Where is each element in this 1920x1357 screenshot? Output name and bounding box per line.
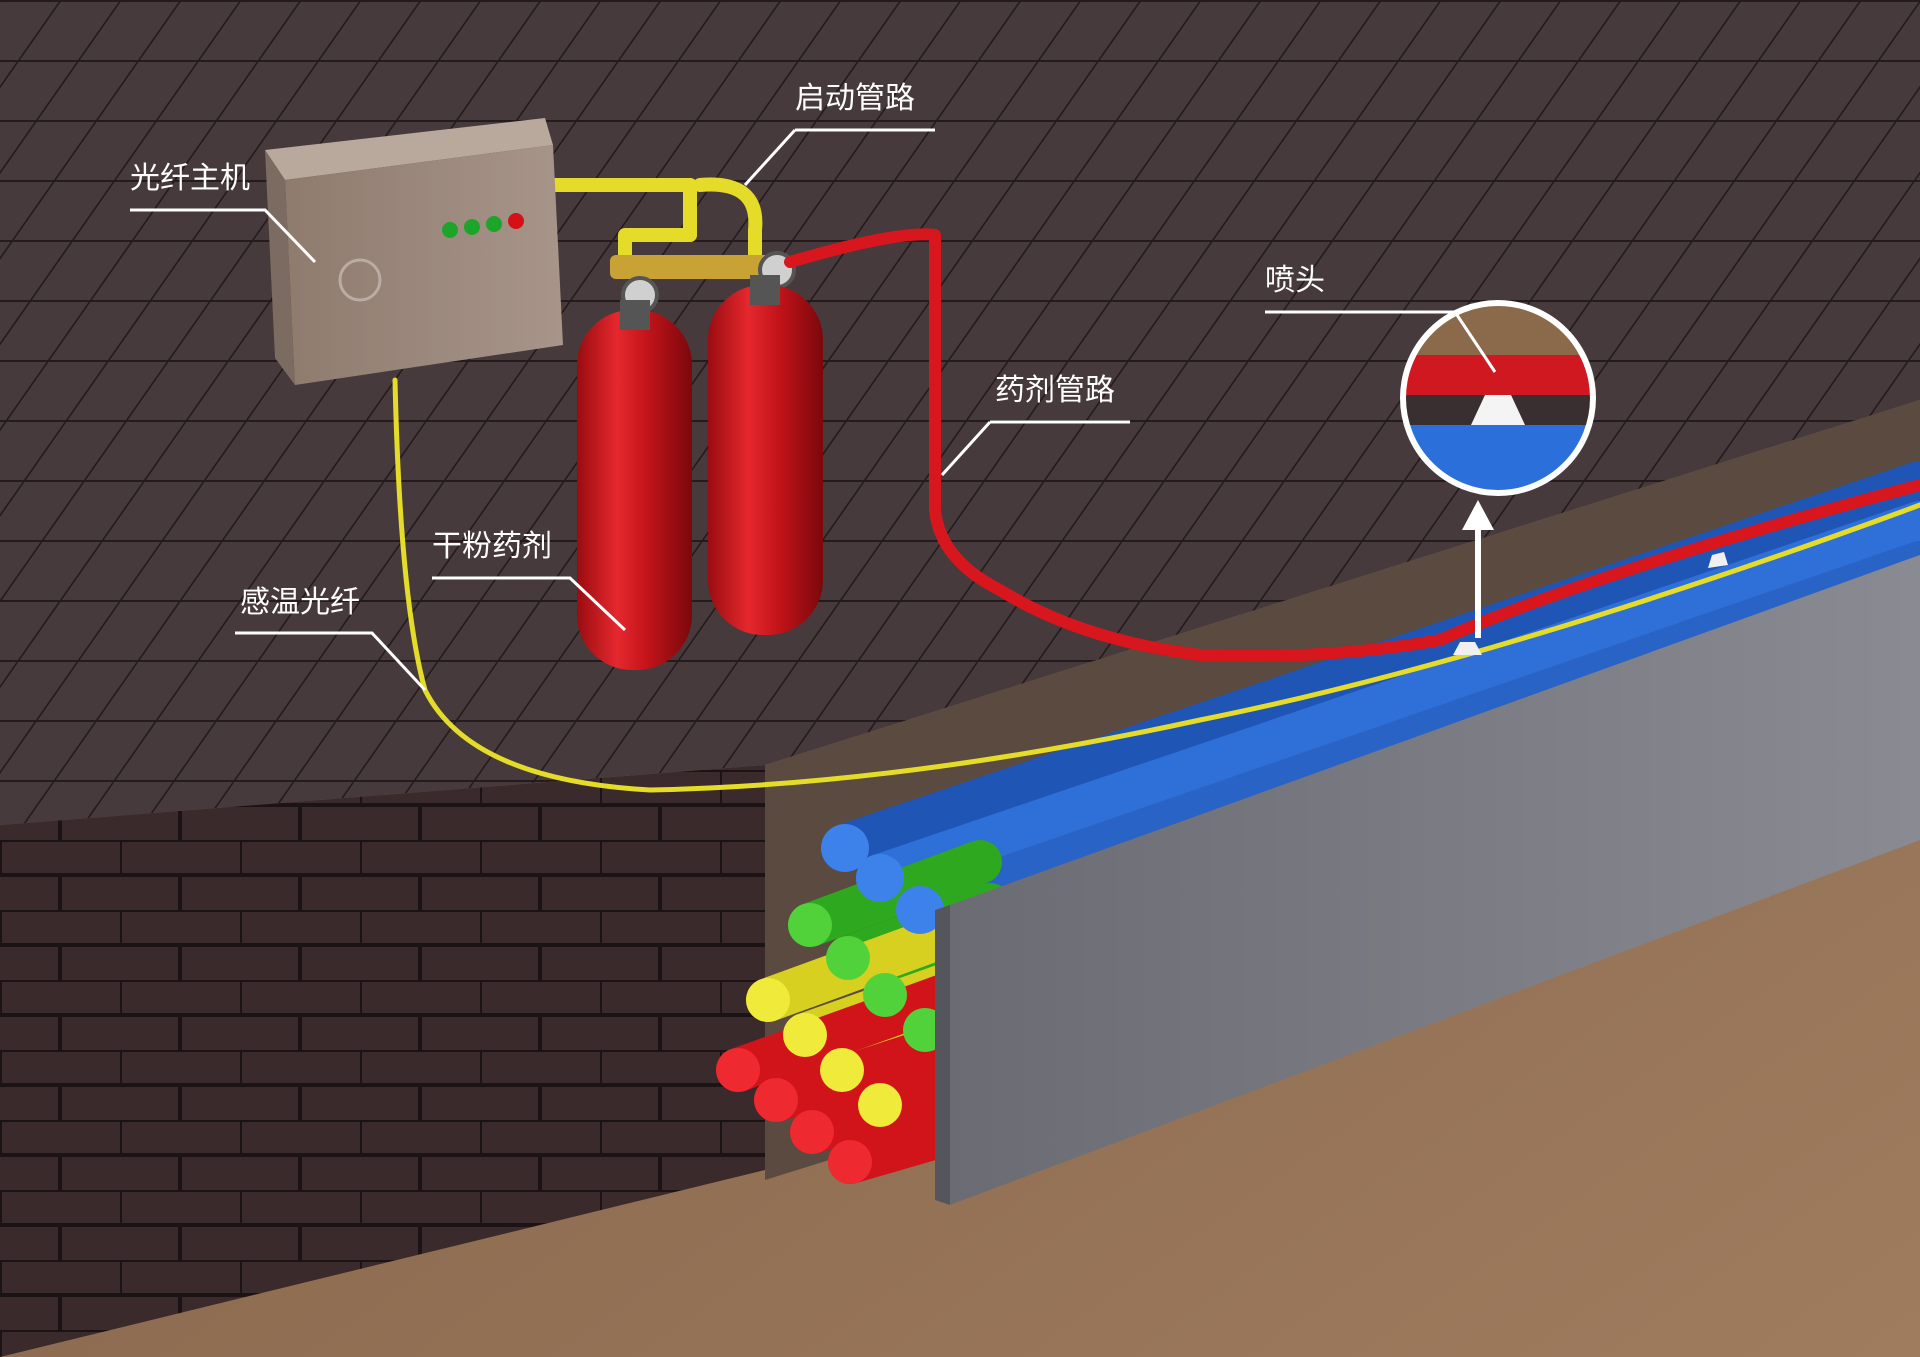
- label-start-pipe: 启动管路: [795, 81, 915, 116]
- extinguisher-tank-right: [708, 275, 823, 635]
- extinguisher-tank-left: [577, 300, 692, 670]
- indicator-light-green: [464, 219, 480, 235]
- indicator-light-green: [486, 216, 502, 232]
- label-sensing-fiber: 感温光纤: [240, 585, 360, 620]
- fiber-host-box: [265, 118, 563, 385]
- label-nozzle: 喷头: [1265, 263, 1325, 298]
- label-dry-powder: 干粉药剂: [432, 529, 552, 564]
- indicator-light-green: [442, 222, 458, 238]
- label-fiber-host: 光纤主机: [130, 161, 250, 196]
- indicator-light-red: [508, 213, 524, 229]
- label-agent-pipe: 药剂管路: [995, 373, 1115, 408]
